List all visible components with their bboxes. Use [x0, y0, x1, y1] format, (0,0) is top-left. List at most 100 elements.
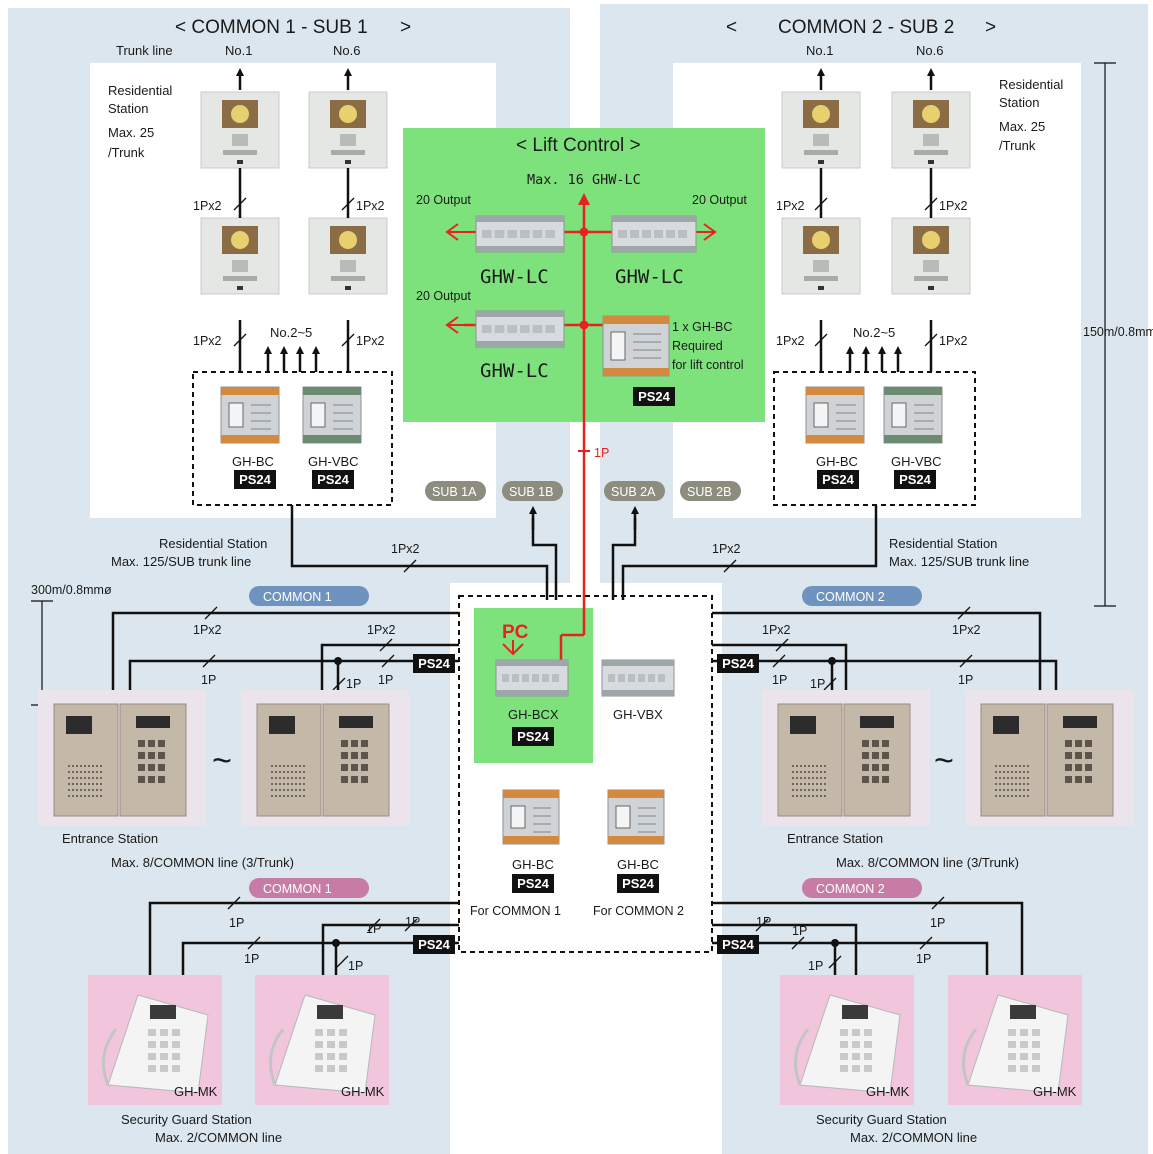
lift-bc-note1: 1 x GH-BC — [672, 320, 732, 334]
right-guard-max: Max. 2/COMMON line — [850, 1130, 977, 1145]
pc-label: PC — [502, 622, 529, 643]
left-monitor-6 — [308, 91, 388, 169]
right-res-max-sub: Residential Station — [889, 536, 997, 551]
ghw-lc-device-1 — [475, 215, 565, 253]
left-res-title2: Station — [108, 101, 148, 116]
lift-output-3: 20 Output — [416, 289, 471, 303]
right-gh-vbc-device — [883, 386, 943, 444]
distance-right: 150m/0.8mm — [1083, 325, 1153, 339]
right-res-per: /Trunk — [999, 138, 1036, 153]
wire-g2-c: 1P — [792, 924, 807, 938]
right-gh-vbc-ps24: PS24 — [894, 470, 936, 489]
sub-2b: SUB 2B — [687, 485, 731, 499]
wire-r-d: 1Px2 — [939, 334, 968, 348]
right-res-max: Max. 25 — [999, 119, 1045, 134]
wire-g1-e: 1P — [348, 959, 363, 973]
wire-g1-c: 1P — [366, 922, 381, 936]
wire-g2-d: 1P — [916, 952, 931, 966]
wire-g1-a: 1P — [229, 916, 244, 930]
pill-common2-bottom — [802, 878, 922, 898]
svg-text:PS24: PS24 — [317, 472, 350, 487]
wire-l-c: 1Px2 — [193, 334, 222, 348]
right-monitor-7 — [891, 217, 971, 295]
svg-text:PS24: PS24 — [239, 472, 272, 487]
common1-top: COMMON 1 — [263, 590, 332, 604]
right-entrance-max: Max. 8/COMMON line (3/Trunk) — [836, 855, 1019, 870]
left-entrance-max: Max. 8/COMMON line (3/Trunk) — [111, 855, 294, 870]
right-title-arrow-end: > — [985, 17, 996, 38]
left-monitor-7 — [308, 217, 388, 295]
common2-guard-ps24: PS24 — [717, 935, 759, 954]
lift-up-arrow — [578, 193, 590, 205]
trunk-line-label: Trunk line — [116, 43, 173, 58]
wire-c2-a: 1Px2 — [762, 623, 791, 637]
wire-c2-c: 1P — [772, 673, 787, 687]
center-gh-bc-2-label: GH-BC — [617, 857, 659, 872]
left-guard-1 — [88, 975, 222, 1105]
svg-text:PS24: PS24 — [517, 876, 550, 891]
right-monitor-2 — [781, 217, 861, 295]
lift-link-label: 1P — [594, 446, 609, 460]
left-entrance-2 — [241, 690, 409, 826]
left-gh-vbc-device — [302, 386, 362, 444]
wire-c2-b: 1Px2 — [952, 623, 981, 637]
left-monitor-2 — [200, 217, 280, 295]
lift-ps24: PS24 — [633, 387, 675, 406]
left-title: < COMMON 1 - SUB 1 — [175, 17, 368, 38]
wire-c1-a: 1Px2 — [193, 623, 222, 637]
lift-max: Max. 16 GHW-LC — [527, 172, 641, 188]
left-title-arrow: > — [400, 17, 411, 38]
right-gh-bc-ps24: PS24 — [817, 470, 859, 489]
common1-guard-ps24: PS24 — [413, 935, 455, 954]
right-guard-2-label: GH-MK — [1033, 1084, 1077, 1099]
right-guard-label: Security Guard Station — [816, 1112, 947, 1127]
lift-bc-note2: Required — [672, 339, 723, 353]
left-gh-bc-label: GH-BC — [232, 454, 274, 469]
common1-bottom: COMMON 1 — [263, 882, 332, 896]
left-res-max-sub2: Max. 125/SUB trunk line — [111, 554, 251, 569]
lift-output-2: 20 Output — [692, 193, 747, 207]
right-res-title2: Station — [999, 95, 1039, 110]
ghw-lc-1: GHW-LC — [480, 266, 549, 288]
right-monitor-6 — [891, 91, 971, 169]
wire-l-d: 1Px2 — [356, 334, 385, 348]
left-res-max-sub: Residential Station — [159, 536, 267, 551]
svg-text:PS24: PS24 — [638, 389, 671, 404]
sub-2a: SUB 2A — [611, 485, 656, 499]
right-entrance-1 — [762, 690, 930, 826]
wire-c1-c: 1P — [201, 673, 216, 687]
svg-text:PS24: PS24 — [722, 656, 755, 671]
wire-r-c: 1Px2 — [776, 334, 805, 348]
wire-c1-e: 1P — [378, 673, 393, 687]
left-no6: No.6 — [333, 43, 360, 58]
gh-bcx-ps24: PS24 — [512, 727, 554, 746]
left-entrance-label: Entrance Station — [62, 831, 158, 846]
left-guard-2 — [255, 975, 389, 1105]
wire-l-b: 1Px2 — [356, 199, 385, 213]
common2-bottom: COMMON 2 — [816, 882, 885, 896]
left-guard-label: Security Guard Station — [121, 1112, 252, 1127]
right-entrance-label: Entrance Station — [787, 831, 883, 846]
gh-bcx-device — [495, 659, 569, 697]
left-entrance-1 — [38, 690, 206, 826]
left-res-max: Max. 25 — [108, 125, 154, 140]
pill-sub-2a — [604, 481, 665, 501]
common1-entrance-ps24: PS24 — [413, 654, 455, 673]
right-entrance-2 — [965, 690, 1133, 826]
wire-c2-d: 1P — [810, 677, 825, 691]
wire-r-a: 1Px2 — [776, 199, 805, 213]
right-controller-box — [773, 371, 976, 506]
pill-sub-1a — [425, 481, 486, 501]
wire-g1-b: 1P — [405, 915, 420, 929]
center-gh-bc-1-ps24: PS24 — [512, 874, 554, 893]
pill-sub-1b — [502, 481, 563, 501]
common2-entrance-ps24: PS24 — [717, 654, 759, 673]
wire-c1-d: 1P — [346, 677, 361, 691]
wire-g2-b: 1P — [930, 916, 945, 930]
right-guard-1 — [780, 975, 914, 1105]
left-no2-5: No.2~5 — [270, 325, 312, 340]
pill-common1-top — [249, 586, 369, 606]
center-controller-box — [458, 595, 713, 953]
right-title-arrow: < — [726, 17, 737, 38]
